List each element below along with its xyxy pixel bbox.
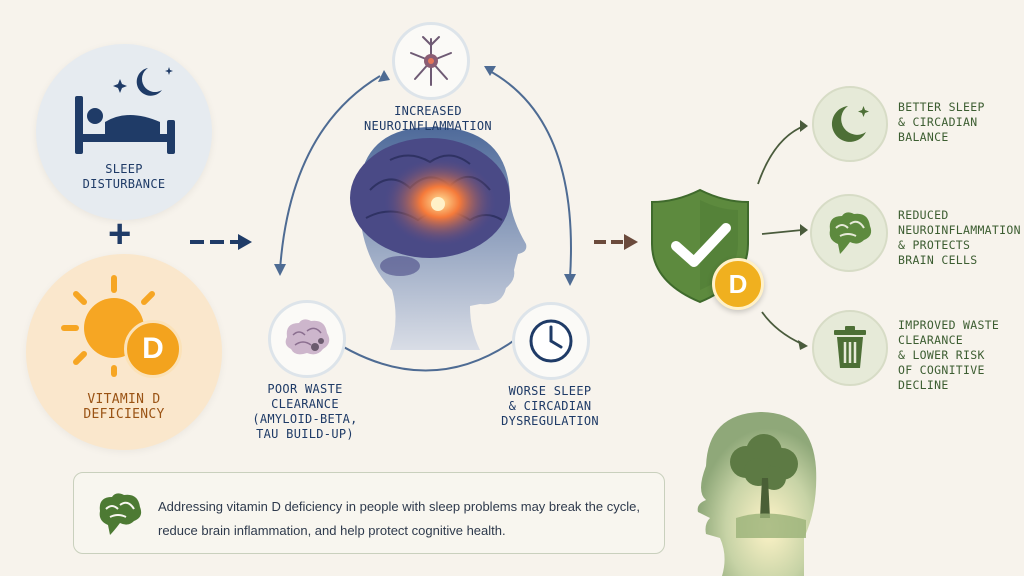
bed-icon — [75, 96, 175, 154]
moon-icon — [831, 106, 869, 142]
neuroinflammation-icon-circle — [392, 22, 470, 100]
sleep-disturbance-circle: Sleep Disturbance — [36, 44, 212, 220]
arrow-to-cycle — [190, 234, 252, 250]
arrow-to-shield — [594, 234, 638, 250]
circadian-icon-circle — [512, 302, 590, 380]
circadian-label: Worse Sleep & Circadian Dysregulation — [501, 384, 599, 428]
clock-icon — [529, 319, 573, 363]
cycle-arrows — [274, 66, 576, 372]
callout-text: Addressing vitamin D deficiency in peopl… — [158, 499, 640, 538]
sleep-disturbance-label: Sleep Disturbance — [82, 162, 166, 191]
outcome-waste-label: Improved Waste Clearance & Lower Risk of… — [898, 318, 1000, 392]
outcome-waste-circle — [812, 310, 888, 386]
brain-icon — [99, 493, 142, 535]
neuroinflammation-label: Increased Neuroinflammation — [364, 104, 492, 133]
head-brain-illustration — [350, 127, 527, 350]
waste-clearance-icon-circle — [268, 300, 346, 378]
plus-sign: + — [108, 212, 132, 256]
summary-callout: Addressing vitamin D deficiency in peopl… — [73, 472, 665, 554]
neuron-icon — [410, 36, 452, 86]
outcome-sleep-circle — [812, 86, 888, 162]
outcome-brain-circle — [810, 194, 888, 272]
moon-stars-icon — [113, 67, 173, 96]
vitamin-d-deficiency-circle: D Vitamin D Deficiency — [26, 254, 222, 450]
head-tree-illustration — [697, 412, 817, 576]
outcome-arrows — [757, 120, 808, 350]
shield-vitamin-d-badge: D — [712, 258, 764, 310]
brain-icon — [829, 212, 872, 254]
vitamin-d-deficiency-label: Vitamin D Deficiency — [83, 392, 165, 422]
trash-icon — [834, 326, 866, 368]
vitamin-d-badge: D — [124, 320, 182, 378]
outcome-sleep-label: Better Sleep & Circadian Balance — [898, 100, 985, 144]
brain-plaque-icon — [285, 319, 330, 355]
outcome-brain-label: Reduced Neuroinflammation & Protects Bra… — [898, 208, 1021, 267]
waste-clearance-label: Poor Waste Clearance (Amyloid-beta, tau … — [252, 382, 358, 441]
